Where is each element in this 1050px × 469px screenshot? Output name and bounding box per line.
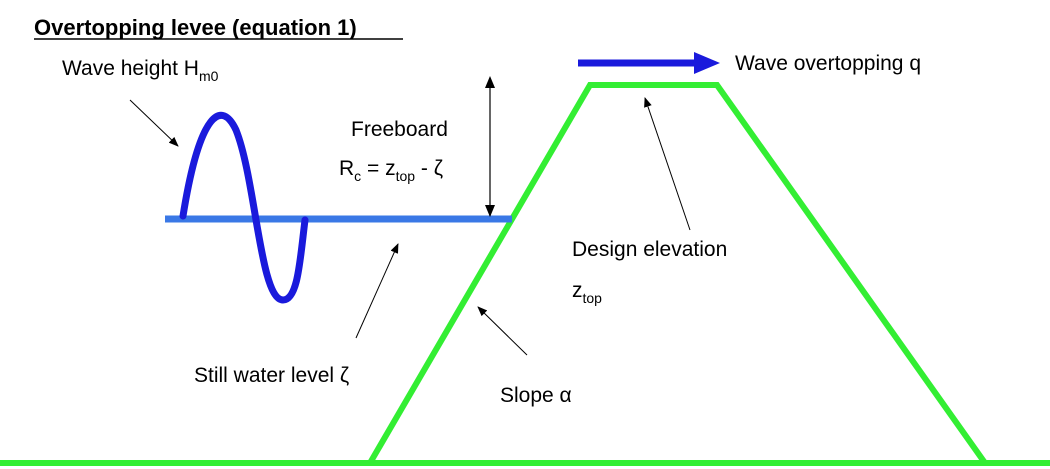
diagram-title: Overtopping levee (equation 1) bbox=[34, 15, 357, 40]
freeboard-equation: Rc = ztop - ζ bbox=[339, 157, 443, 184]
wave-curve bbox=[179, 111, 309, 304]
wave-height-label: Wave height Hm0 bbox=[62, 57, 219, 84]
z-top-label: ztop bbox=[572, 279, 602, 306]
freeboard-label: Freeboard bbox=[351, 118, 448, 141]
design-elevation-pointer bbox=[644, 97, 691, 231]
freeboard-arrow-top bbox=[485, 76, 495, 88]
slope-label: Slope α bbox=[500, 384, 572, 407]
overtopping-label: Wave overtopping q bbox=[735, 52, 921, 75]
still-water-pointer bbox=[355, 243, 399, 339]
wave-height-pointer bbox=[129, 99, 179, 147]
still-water-label: Still water level ζ bbox=[194, 364, 349, 387]
levee-outline bbox=[367, 82, 988, 465]
slope-pointer bbox=[477, 306, 528, 356]
freeboard-arrow-bottom bbox=[485, 205, 495, 217]
overtopping-arrow-head bbox=[694, 52, 720, 74]
design-elevation-label: Design elevation bbox=[572, 238, 727, 261]
